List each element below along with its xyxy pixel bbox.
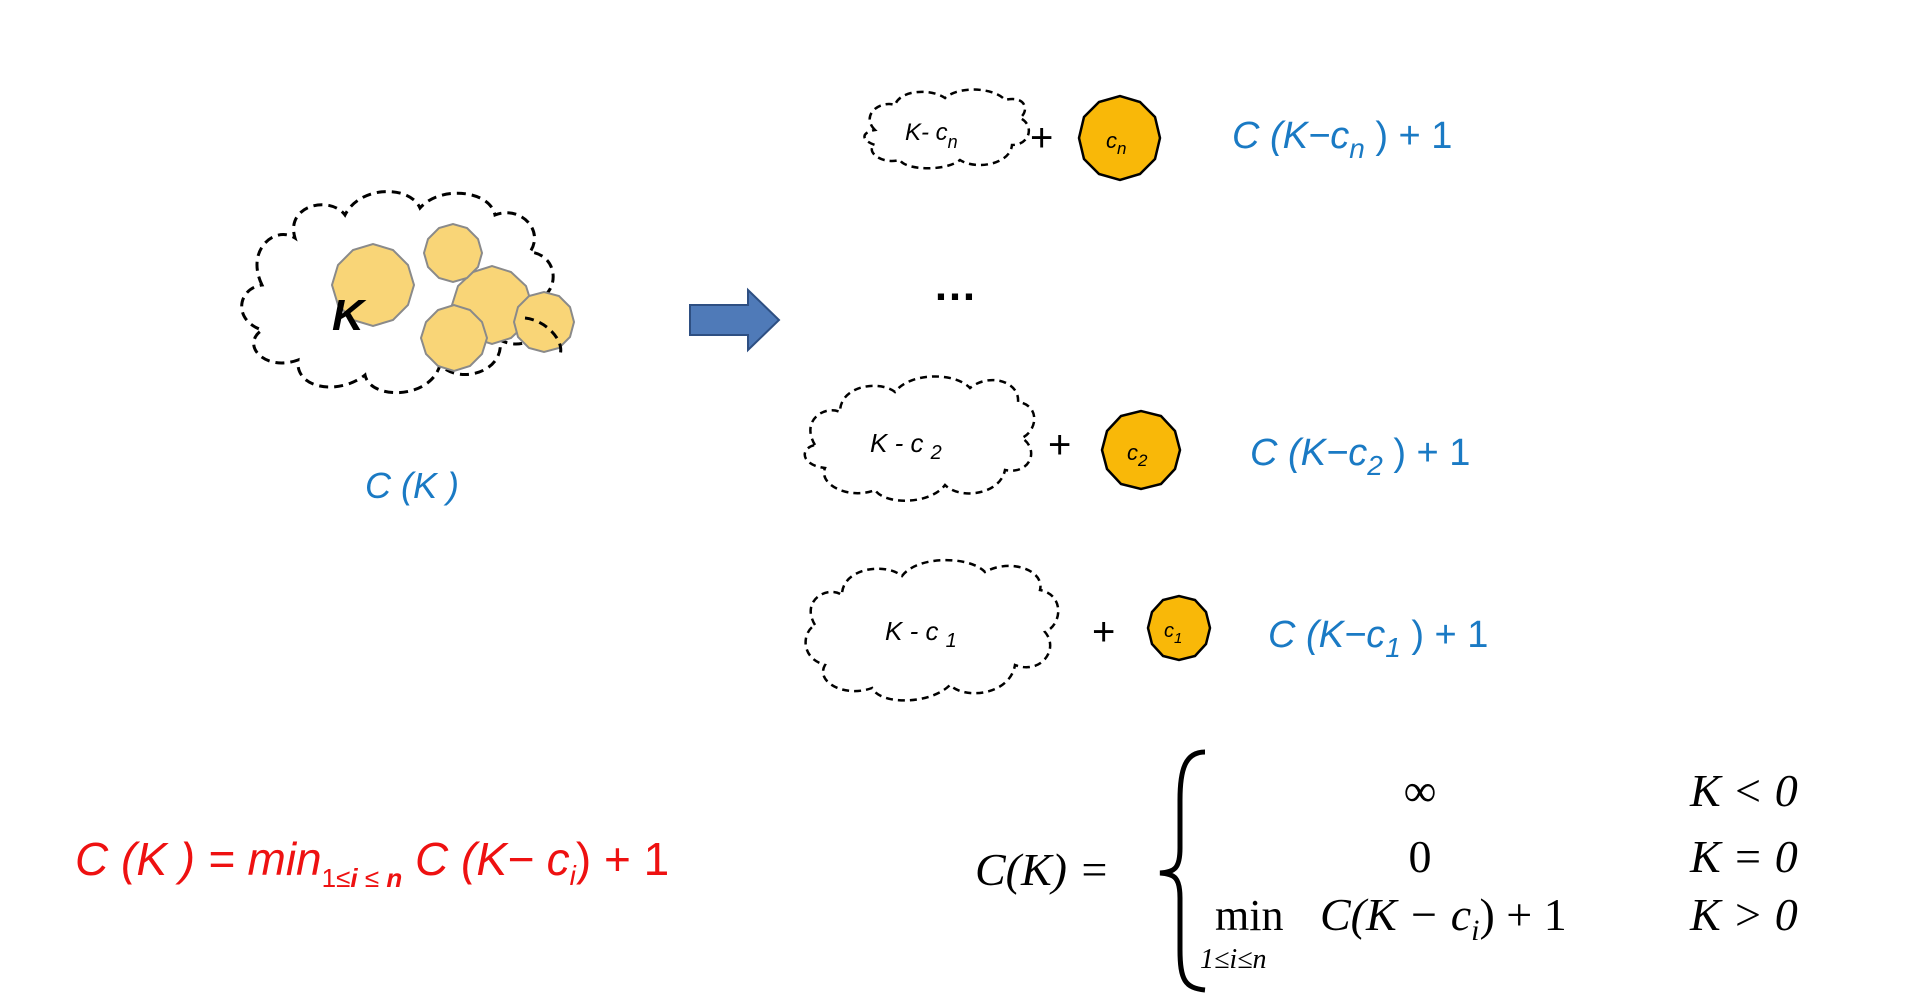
coin-bottom <box>419 303 489 373</box>
piecewise-definition: C(K) = ∞ K < 0 0 K = 0 min 1≤i≤n C(K − c… <box>975 749 1798 993</box>
main-cloud: K C (K ) <box>240 190 576 506</box>
case-2-value: 0 <box>1409 831 1432 882</box>
case-3-value: C(K − ci) + 1 <box>1320 889 1567 947</box>
right-arrow-icon <box>689 287 781 353</box>
cloud-1-outline <box>804 558 1060 702</box>
case-1-condition: K < 0 <box>1689 765 1798 816</box>
formula-n: C (K−cn ) + 1 <box>1232 115 1452 164</box>
coin-top <box>422 222 484 284</box>
main-cloud-inner-arc <box>524 316 563 356</box>
case-1-value: ∞ <box>1404 765 1437 816</box>
coin-2-label: c2 <box>1127 440 1148 470</box>
coin-far-right <box>512 290 576 354</box>
plus-1: + <box>1092 610 1115 654</box>
coin-n-label: cn <box>1106 128 1126 158</box>
ellipsis: … <box>933 261 977 310</box>
coin-1-label: c1 <box>1164 620 1182 647</box>
cloud-2-outline <box>803 375 1036 502</box>
cloud-1-label: K - c 1 <box>885 616 957 652</box>
plus-2: + <box>1048 423 1071 467</box>
cloud-2-label: K - c 2 <box>870 428 942 464</box>
row-n: K- cn + cn C (K−cn ) + 1 <box>863 88 1452 182</box>
case-3-min: min <box>1215 891 1283 940</box>
coin-2 <box>1100 409 1182 491</box>
row-1: K - c 1 + c1 C (K−c1 ) + 1 <box>804 558 1488 702</box>
cloud-n-outline <box>863 88 1031 170</box>
piecewise-brace <box>1159 749 1206 993</box>
row-2: K - c 2 + c2 C (K−c2 ) + 1 <box>803 375 1470 502</box>
piecewise-lhs: C(K) = <box>975 844 1110 895</box>
case-3-min-sub: 1≤i≤n <box>1200 944 1267 975</box>
plus-n: + <box>1030 116 1053 160</box>
main-cloud-caption: C (K ) <box>365 465 459 506</box>
formula-2: C (K−c2 ) + 1 <box>1250 432 1470 481</box>
formula-1: C (K−c1 ) + 1 <box>1268 614 1488 663</box>
case-3-condition: K > 0 <box>1689 889 1798 940</box>
cloud-n-label: K- cn <box>905 119 958 152</box>
coin-n <box>1077 94 1162 182</box>
coin-1 <box>1146 594 1212 662</box>
coin-large-left <box>330 242 416 328</box>
case-2-condition: K = 0 <box>1689 831 1798 882</box>
recurrence-formula: C (K ) = min1≤i ≤ n C (K− ci) + 1 <box>75 833 669 893</box>
main-cloud-label: K <box>332 291 367 340</box>
